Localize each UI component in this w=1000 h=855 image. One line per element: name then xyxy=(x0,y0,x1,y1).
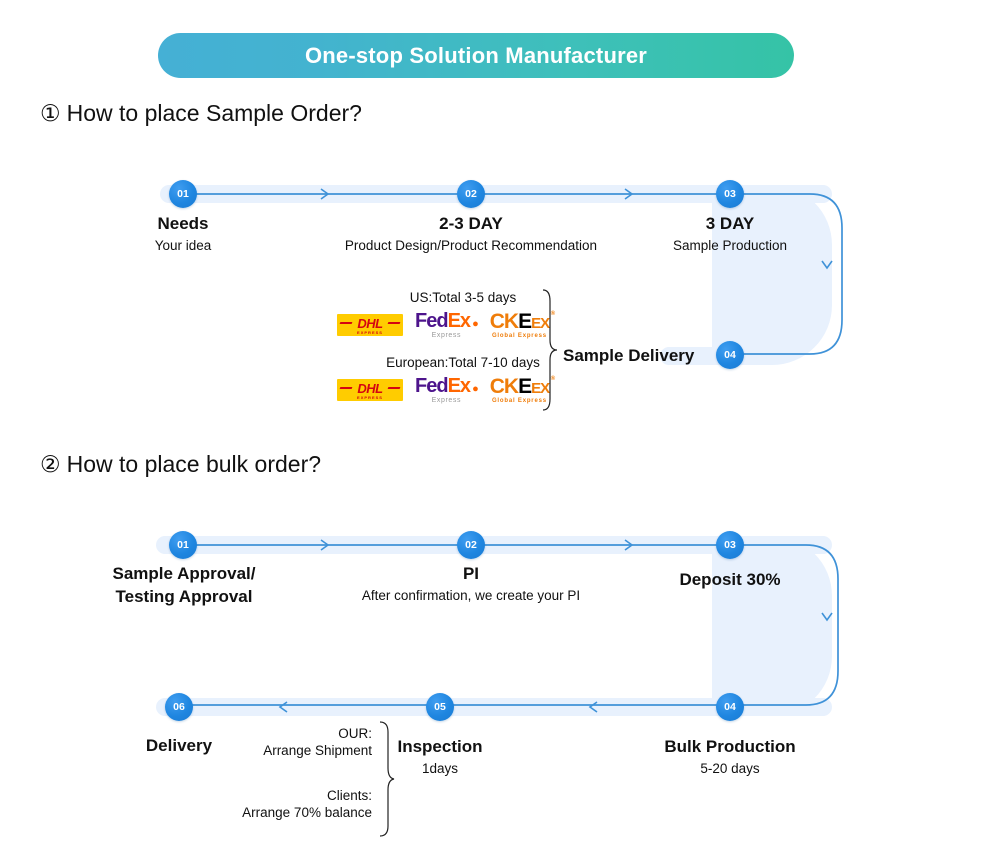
fedex-logo-sub: Express xyxy=(431,332,462,339)
fedex-logo: FedEx ● Express xyxy=(415,375,479,404)
node-number: 05 xyxy=(434,701,446,713)
flow2-label-04: Bulk Production 5-20 days xyxy=(630,737,830,776)
flow1-label-01: Needs Your idea xyxy=(83,214,283,253)
dhl-logo-sub: EXPRESS xyxy=(357,395,383,400)
flow1-track-uturn xyxy=(712,185,832,365)
flow2-label-01-line2: Testing Approval xyxy=(115,587,253,606)
flow2-label-03-main: Deposit 30% xyxy=(679,570,781,589)
ckeex-logo: CKEEX® Global Express xyxy=(489,310,556,339)
node-number: 01 xyxy=(177,539,189,551)
node-number: 03 xyxy=(724,539,736,551)
section-1-marker: ① xyxy=(40,100,61,126)
flow2-arrow-4 xyxy=(586,700,600,714)
node-number: 03 xyxy=(724,188,736,200)
payment-clients-label: Clients: xyxy=(326,788,372,803)
flow2-node-04[interactable]: 04 xyxy=(716,693,744,721)
flow1-path xyxy=(160,176,860,376)
flow2-label-01-line1: Sample Approval/ xyxy=(112,564,256,583)
flow2-label-02-main: PI xyxy=(462,564,480,583)
flow2-label-05-sub: 1days xyxy=(421,761,459,776)
flow2-label-04-sub: 5-20 days xyxy=(700,761,760,776)
shipping-couriers-us: DHL EXPRESS FedEx ● Express CKEEX® Globa… xyxy=(337,310,556,339)
flow2-node-03[interactable]: 03 xyxy=(716,531,744,559)
banner-title: One-stop Solution Manufacturer xyxy=(304,42,648,68)
page-banner: One-stop Solution Manufacturer xyxy=(158,33,794,78)
dhl-logo: DHL EXPRESS xyxy=(337,314,403,336)
flow2-label-06-main: Delivery xyxy=(145,736,213,755)
ckeex-logo-sub: Global Express xyxy=(491,398,547,404)
flow2-label-02: PI After confirmation, we create your PI xyxy=(271,564,671,603)
flow1-label-02-main: 2-3 DAY xyxy=(439,214,503,233)
payment-our-block: OUR: Arrange Shipment xyxy=(200,726,372,758)
fedex-logo-sub: Express xyxy=(431,397,462,404)
fedex-logo: FedEx ● Express xyxy=(415,310,479,339)
flow2-label-01: Sample Approval/ Testing Approval xyxy=(84,564,284,607)
flow2-node-02[interactable]: 02 xyxy=(457,531,485,559)
flow2-label-04-main: Bulk Production xyxy=(664,737,796,756)
node-number: 04 xyxy=(724,349,736,361)
flow1-label-01-main: Needs xyxy=(157,214,209,233)
flow2-path xyxy=(156,527,856,727)
flow1-arrow-2 xyxy=(622,187,636,201)
flow2-track-uturn xyxy=(712,536,832,716)
node-number: 02 xyxy=(465,188,477,200)
shipping-us-label: US:Total 3-5 days xyxy=(409,290,517,305)
flow2-node-05[interactable]: 05 xyxy=(426,693,454,721)
node-number: 06 xyxy=(173,701,185,713)
shipping-couriers-eu: DHL EXPRESS FedEx ● Express CKEEX® Globa… xyxy=(337,375,556,404)
flow1-node-04[interactable]: 04 xyxy=(716,341,744,369)
flow2-arrow-down xyxy=(820,610,834,624)
flow2-label-05-main: Inspection xyxy=(397,737,483,756)
flow2-node-01[interactable]: 01 xyxy=(169,531,197,559)
flow2-track-bottom xyxy=(156,698,832,716)
flow1-label-02-sub: Product Design/Product Recommendation xyxy=(344,238,598,253)
flow2-arrow-3 xyxy=(276,700,290,714)
flow1-arrow-down xyxy=(820,258,834,272)
dhl-logo-sub: EXPRESS xyxy=(357,330,383,335)
flow1-node-02[interactable]: 02 xyxy=(457,180,485,208)
flow2-node-06[interactable]: 06 xyxy=(165,693,193,721)
flow1-label-04-main: Sample Delivery xyxy=(563,346,695,365)
section-1-title: How to place Sample Order? xyxy=(66,100,362,126)
flow1-label-02: 2-3 DAY Product Design/Product Recommend… xyxy=(271,214,671,253)
shipping-brace xyxy=(541,288,559,412)
dhl-logo-text: DHL xyxy=(357,315,383,331)
flow1-label-01-sub: Your idea xyxy=(154,238,212,253)
flow2-label-02-sub: After confirmation, we create your PI xyxy=(361,588,581,603)
flow2-label-05: Inspection 1days xyxy=(340,737,540,776)
flow1-label-03-sub: Sample Production xyxy=(672,238,788,253)
dhl-logo-text: DHL xyxy=(357,380,383,396)
flow1-node-03[interactable]: 03 xyxy=(716,180,744,208)
node-number: 01 xyxy=(177,188,189,200)
node-number: 02 xyxy=(465,539,477,551)
flow1-label-03-main: 3 DAY xyxy=(705,214,755,233)
payment-our-label: OUR: xyxy=(338,726,372,741)
section-2-marker: ② xyxy=(40,451,61,477)
ckeex-logo-sub: Global Express xyxy=(491,333,547,339)
dhl-logo: DHL EXPRESS xyxy=(337,379,403,401)
shipping-eu-label: European:Total 7-10 days xyxy=(386,355,540,370)
flow2-arrow-1 xyxy=(318,538,332,552)
flow2-arrow-2 xyxy=(622,538,636,552)
node-number: 04 xyxy=(724,701,736,713)
flow1-node-01[interactable]: 01 xyxy=(169,180,197,208)
payment-brace xyxy=(377,720,395,838)
payment-clients-block: Clients: Arrange 70% balance xyxy=(200,788,372,820)
ckeex-logo: CKEEX® Global Express xyxy=(489,375,556,404)
section-2-title: How to place bulk order? xyxy=(66,451,322,477)
payment-clients-value: Arrange 70% balance xyxy=(242,805,372,820)
flow1-arrow-1 xyxy=(318,187,332,201)
flow1-label-03: 3 DAY Sample Production xyxy=(630,214,830,253)
payment-our-value: Arrange Shipment xyxy=(263,743,372,758)
